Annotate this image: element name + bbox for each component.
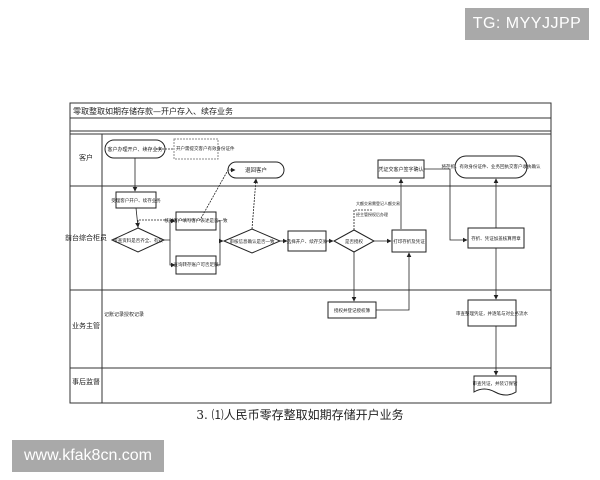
- lane-label-customer: 客户: [79, 153, 93, 162]
- watermark-top: TG: MYYJJPP: [465, 8, 589, 40]
- node-return-customer-label: 退回客户: [245, 166, 267, 174]
- node-check-data-label: 审查资料是否齐全、有效: [113, 237, 163, 244]
- node-return-customer: [227, 161, 285, 179]
- node-receive-label: 受理客户开户、续存业务: [111, 197, 161, 204]
- connector: [169, 240, 176, 268]
- lane-label-supervisor: 业务主管: [72, 321, 100, 330]
- connector: [216, 220, 224, 244]
- node-print: [391, 229, 427, 253]
- lane-label-teller: 前台综合柜员: [65, 233, 107, 242]
- lane-label-audit: 事后监督: [72, 377, 100, 386]
- node-store-end: [454, 155, 528, 179]
- figure-caption: 3. ⑴人民币零存整取如期存储开户业务: [196, 408, 404, 422]
- note-start: [173, 138, 219, 160]
- node-check-consistent: [222, 228, 282, 254]
- node-check-consistent-label: 审核信息确认是否一致: [230, 238, 275, 245]
- node-check-data: [110, 227, 166, 253]
- node-store-end-label: 将存折、有效身份证件、业务回执交客户收执确认: [442, 163, 541, 170]
- note-start-label: 开户需提交客户有效身份证件: [176, 145, 235, 152]
- watermark-bottom: www.kfak8cn.com: [12, 440, 164, 472]
- connector: [164, 218, 176, 241]
- node-need-auth-label: 是否授权: [345, 238, 363, 245]
- node-post-process-label: 存折、凭证加盖核算用章: [471, 235, 521, 242]
- connector: [251, 178, 259, 230]
- node-start-label: 客户办理开户、续存业务: [107, 146, 162, 153]
- node-review-voucher-label: 审查整理凭证，并逐笔与对业务流水: [456, 310, 528, 317]
- node-start: [104, 139, 166, 159]
- node-audit-archive-label: 审查凭证，并装订保管: [473, 380, 518, 387]
- node-auth-register-label: 授权并登记授权簿: [334, 307, 370, 314]
- node-voucher-sign-label: 凭证交客户签字确认: [378, 166, 423, 173]
- auth-note-2: 经主管授权后办理: [356, 211, 388, 217]
- connector: [216, 241, 221, 266]
- connector: [376, 252, 412, 311]
- diagram-frame: [69, 102, 552, 404]
- node-review-voucher: [467, 299, 517, 327]
- diagram-title: 零取整取如期存储存款—开户存入、续存业务: [73, 106, 233, 116]
- node-query-account-label: 查询转存账户可否足额: [174, 261, 219, 268]
- node-verify-info-label: 核对客户填写客户表述是否一致: [165, 217, 228, 224]
- node-select-open-label: 选择开户、续存交易: [287, 238, 328, 245]
- connector: [137, 167, 236, 228]
- node-print-label: 打印存折及凭证: [393, 238, 425, 245]
- connector: [353, 209, 372, 230]
- auth-note-1: 大额交易需登记人额交易: [356, 200, 400, 206]
- lane-note-supervisor: 记账记录授权记录: [104, 311, 144, 318]
- node-audit-archive: [473, 375, 517, 396]
- connector: [424, 168, 468, 243]
